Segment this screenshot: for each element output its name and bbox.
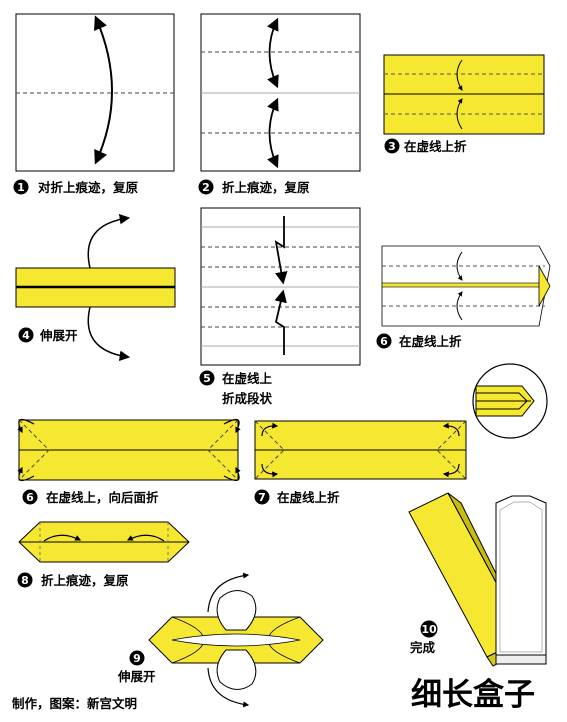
step-7-illustration — [254, 420, 467, 480]
step-4-illustration — [15, 214, 176, 361]
step-6-label: 在虚线上折 — [399, 334, 462, 349]
step-9-label: 伸展开 — [117, 669, 156, 684]
step-7-number: 7 — [258, 491, 266, 504]
step-3-number: 3 — [388, 140, 396, 153]
step-1-number: 1 — [17, 181, 25, 194]
step-6b-label: 在虚线上，向后面折 — [46, 490, 159, 505]
page-title: 细长盒子 — [411, 677, 535, 713]
step-8-number: 8 — [21, 574, 29, 587]
step-7-label: 在虚线上折 — [277, 490, 340, 505]
step-8-illustration — [18, 521, 190, 563]
step-6-caption: 6 在虚线上折 — [376, 333, 462, 349]
step-10-caption: 10 完成 — [410, 620, 438, 655]
step-2-caption: 2 折上痕迹，复原 — [198, 179, 310, 195]
step-6-illustration — [381, 245, 551, 327]
step-2-number: 2 — [202, 181, 210, 194]
step-2-illustration — [200, 13, 361, 172]
step-9-caption: 9 伸展开 — [117, 650, 156, 684]
credits: 制作，图案：新宫文明 — [12, 696, 137, 711]
step-7-caption: 7 在虚线上折 — [254, 489, 340, 505]
step-2-label: 折上痕迹，复原 — [222, 180, 310, 195]
step-3-caption: 3 在虚线上折 — [384, 138, 467, 154]
step-4-caption: 4 伸展开 — [18, 327, 78, 343]
step-1-caption: 1 对折上痕迹，复原 — [13, 179, 139, 195]
step-6b-illustration — [17, 418, 241, 482]
step-5-number: 5 — [203, 372, 211, 385]
step-3-illustration — [383, 54, 545, 135]
step-5-caption: 5 在虚线上 折成段状 — [199, 370, 273, 406]
step-9-number: 9 — [133, 652, 141, 665]
step-4-label: 伸展开 — [39, 328, 78, 343]
step-10-label: 完成 — [410, 640, 436, 655]
step-6-number: 6 — [380, 335, 388, 348]
step-5-label-line2: 折成段状 — [222, 391, 273, 406]
step-10-number: 10 — [421, 623, 437, 636]
step-1-illustration — [15, 13, 175, 172]
step-8-label: 折上痕迹，复原 — [41, 573, 129, 588]
step-6b-caption: 6 在虚线上，向后面折 — [22, 489, 159, 505]
step-5-label-line1: 在虚线上 — [222, 371, 273, 386]
step-6b-number: 6 — [26, 491, 34, 504]
step-9-illustration — [148, 572, 324, 708]
step-4-number: 4 — [22, 329, 30, 342]
detail-inset — [472, 363, 548, 439]
step-8-caption: 8 折上痕迹，复原 — [17, 572, 129, 588]
step-3-label: 在虚线上折 — [404, 139, 467, 154]
step-5-illustration — [200, 207, 361, 366]
finished-box-illustration — [408, 492, 547, 667]
step-1-label: 对折上痕迹，复原 — [38, 180, 139, 195]
